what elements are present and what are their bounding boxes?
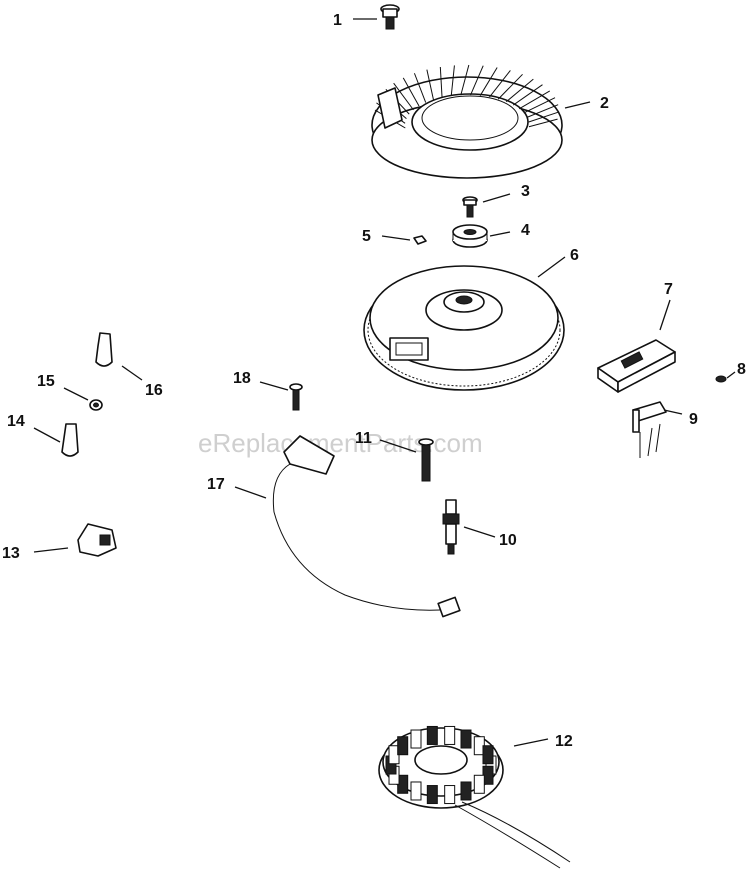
callout-12: 12 xyxy=(555,733,573,750)
part-8-screw[interactable] xyxy=(715,375,727,383)
callout-6: 6 xyxy=(570,247,579,264)
callout-4: 4 xyxy=(521,222,530,239)
part-2-fan[interactable] xyxy=(371,64,563,179)
callout-9: 9 xyxy=(689,411,698,428)
part-3-bolt[interactable] xyxy=(462,196,478,218)
part-18-screw[interactable] xyxy=(289,383,303,411)
part-13-block[interactable] xyxy=(77,523,117,557)
watermark: eReplacementParts.com xyxy=(198,428,483,458)
callout-13: 13 xyxy=(2,545,20,562)
callout-11: 11 xyxy=(355,430,372,447)
part-14-clamp[interactable] xyxy=(61,423,79,457)
callout-8: 8 xyxy=(737,361,746,378)
part-17-ignition-module[interactable] xyxy=(272,435,461,618)
part-15-nut[interactable] xyxy=(89,399,103,411)
part-16-clamp[interactable] xyxy=(95,332,113,367)
part-12-stator[interactable] xyxy=(378,725,571,869)
part-9-connector[interactable] xyxy=(632,401,667,458)
callout-7: 7 xyxy=(664,281,673,298)
callout-1: 1 xyxy=(333,12,342,29)
part-6-flywheel[interactable] xyxy=(363,265,565,391)
callout-16: 16 xyxy=(145,382,163,399)
part-11-screw[interactable] xyxy=(418,438,434,482)
part-4-washer[interactable] xyxy=(452,224,488,248)
callout-labels: 1 2 3 4 5 6 7 8 9 10 11 12 13 14 15 16 1… xyxy=(2,12,746,750)
callout-18: 18 xyxy=(233,370,251,387)
leader-lines xyxy=(33,18,736,747)
callout-2: 2 xyxy=(600,95,609,112)
callout-10: 10 xyxy=(499,532,517,549)
part-1-bolt[interactable] xyxy=(380,4,400,30)
callout-5: 5 xyxy=(362,228,371,245)
part-10-spark-plug[interactable] xyxy=(442,499,460,555)
callout-17: 17 xyxy=(207,476,225,493)
part-7-regulator[interactable] xyxy=(597,339,676,393)
callout-3: 3 xyxy=(521,183,530,200)
callout-14: 14 xyxy=(7,413,25,430)
callout-15: 15 xyxy=(37,373,55,390)
part-5-key[interactable] xyxy=(413,235,427,245)
